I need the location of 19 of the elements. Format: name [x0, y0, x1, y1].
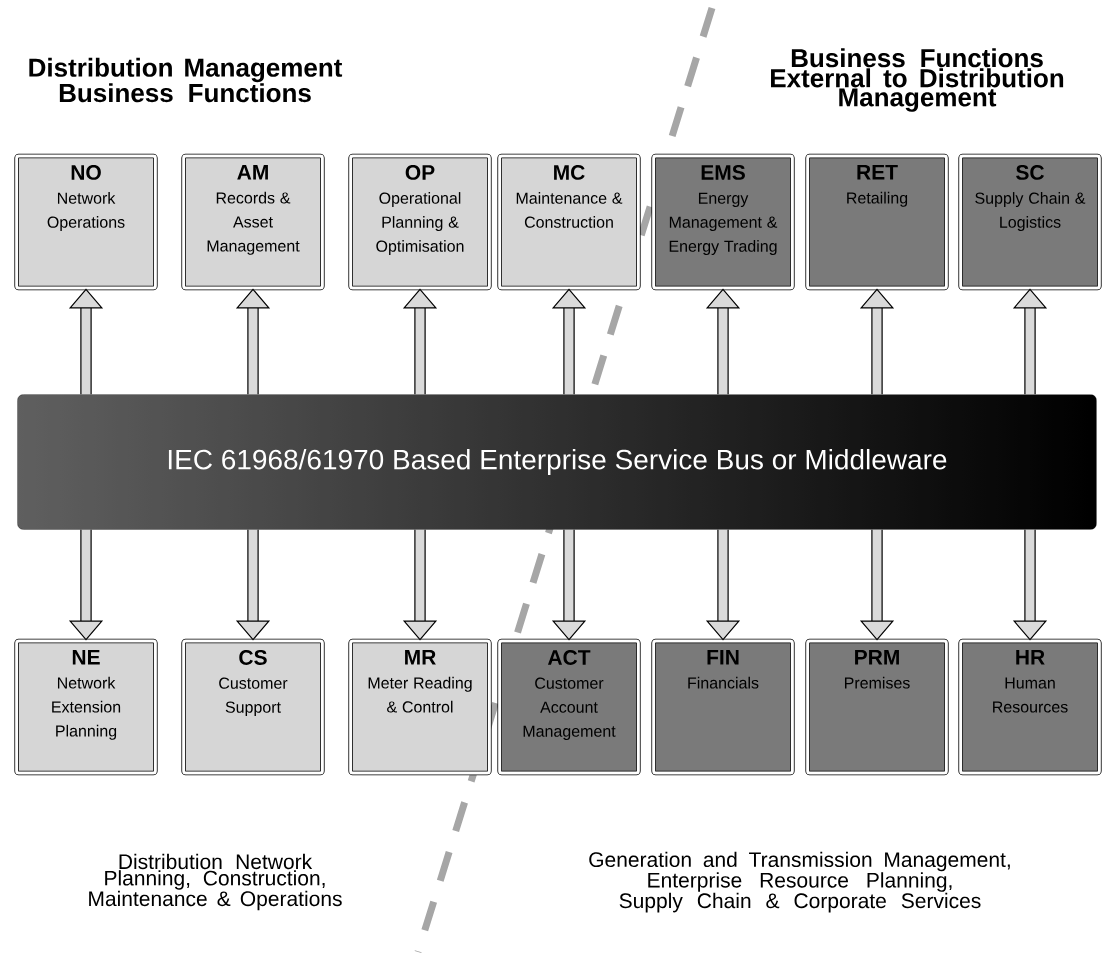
service-bus: IEC 61968/61970 Based Enterprise Service Bus or Middleware	[17, 394, 1097, 530]
function-box: CS Customer Support	[181, 638, 325, 776]
section-heading: Business Functions External to Distribution Management	[771, 48, 1064, 112]
function-box: NE Network Extension Planning	[14, 638, 158, 776]
function-box: MR Meter Reading & Control	[348, 638, 492, 776]
function-box: AM Records & Asset Management	[181, 153, 325, 291]
function-box: HR Human Resources	[958, 638, 1102, 776]
function-box: SC Supply Chain & Logistics	[958, 153, 1102, 291]
section-caption: Distribution Network Planning, Construction, Maintenance & Operations	[89, 853, 342, 911]
function-box: RET Retailing	[805, 153, 949, 291]
function-box: EMS Energy Management & Energy Trading	[651, 153, 795, 291]
function-box: NO Network Operations	[14, 153, 158, 291]
function-box: FIN Financials	[651, 638, 795, 776]
function-box: OP Operational Planning & Optimisation	[348, 153, 492, 291]
function-box: PRM Premises	[805, 638, 949, 776]
function-box: ACT Customer Account Management	[497, 638, 641, 776]
function-box: MC Maintenance & Construction	[497, 153, 641, 291]
section-caption: Generation and Transmission Management, Enterprise Resource Planning, Supply Chain & Corporate Services	[589, 851, 1010, 913]
section-heading: Distribution Management Business Functions	[29, 57, 343, 103]
